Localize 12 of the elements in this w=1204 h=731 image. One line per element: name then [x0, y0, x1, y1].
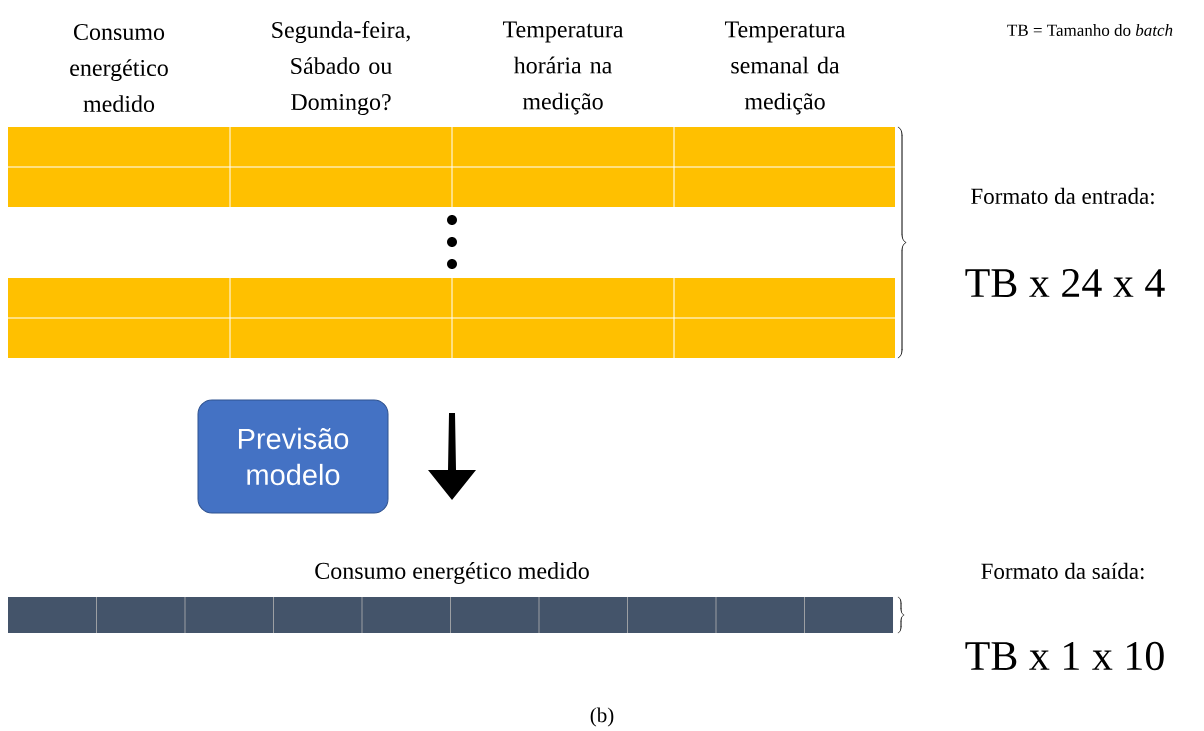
shape-label: Formato da entrada:: [971, 187, 1154, 205]
column-header: Temperatura horária na medição: [503, 21, 624, 115]
column-header: Temperatura semanal da medição: [725, 21, 846, 115]
caption: (b): [590, 707, 614, 727]
dimension-label: TB x 24 x 4: [965, 269, 1165, 297]
note: TB = Tamanho do batch: [1007, 24, 1173, 36]
bar-label: Consumo energético medido: [315, 562, 589, 584]
shape-label: Formato da saída:: [981, 562, 1144, 580]
process-box: Previsão modelo: [197, 399, 389, 514]
column-header: Segunda-feira, Sábado ou Domingo?: [272, 20, 410, 116]
column-header: Consumo energético medido: [70, 23, 168, 113]
dimension-label: TB x 1 x 10: [965, 641, 1164, 671]
